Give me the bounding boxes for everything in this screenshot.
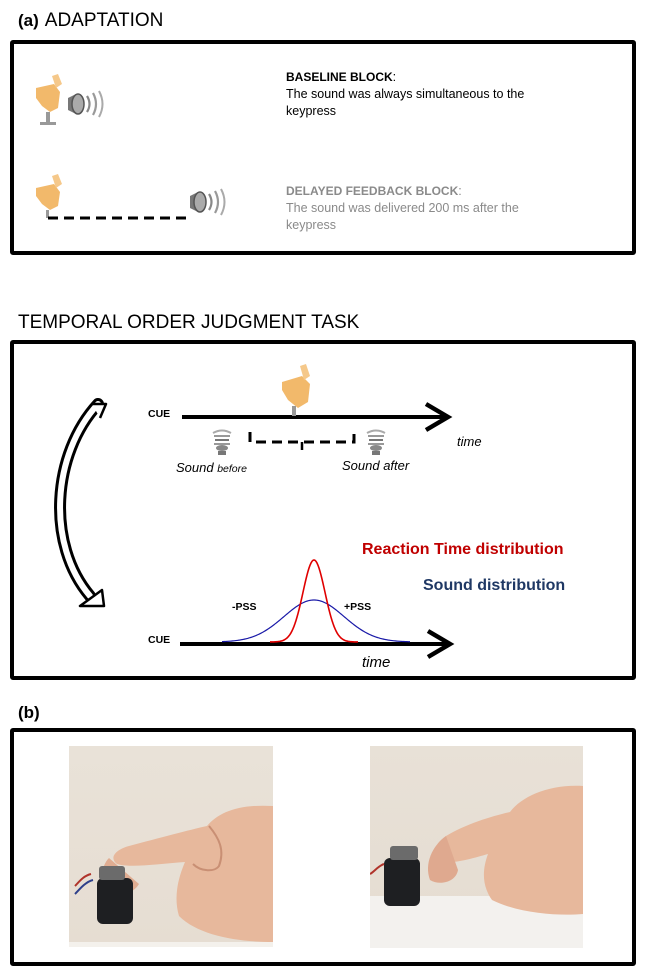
reaction-time-distribution-curve bbox=[269, 559, 359, 643]
delayed-finger-dashes-speaker-icon bbox=[36, 174, 226, 220]
part-a-heading: (a) ADAPTATION bbox=[18, 10, 163, 32]
hand-with-sensor-image-right bbox=[370, 785, 583, 948]
delayed-block-text-1: The sound was delivered 200 ms after the bbox=[286, 201, 519, 215]
baseline-block-title: BASELINE BLOCK bbox=[286, 70, 393, 84]
delayed-block-description: DELAYED FEEDBACK BLOCK: The sound was de… bbox=[286, 182, 616, 234]
hand-photo-right bbox=[370, 746, 583, 948]
time-label-top: time bbox=[457, 434, 482, 449]
speaker-icon bbox=[68, 90, 104, 118]
toj-heading: TEMPORAL ORDER JUDGMENT TASK bbox=[18, 312, 360, 333]
part-b-label: (b) bbox=[18, 703, 40, 722]
plus-pss-label: +PSS bbox=[344, 601, 372, 613]
finger-icon bbox=[36, 74, 62, 125]
minus-pss-label: -PSS bbox=[232, 601, 257, 613]
finger-icon bbox=[282, 364, 310, 416]
loop-arrow-icon bbox=[54, 398, 108, 608]
legend-sound: Sound distribution bbox=[423, 577, 566, 594]
part-a-label: (a) bbox=[18, 11, 39, 30]
cue-label-top: CUE bbox=[148, 408, 171, 420]
baseline-finger-speaker-icon bbox=[36, 74, 104, 125]
sound-after-label: Sound after bbox=[342, 458, 410, 473]
baseline-block-description: BASELINE BLOCK: The sound was always sim… bbox=[286, 68, 616, 120]
baseline-block-text-1: The sound was always simultaneous to the bbox=[286, 87, 525, 101]
legend-reaction-time: Reaction Time distribution bbox=[362, 541, 564, 558]
photos-panel bbox=[10, 728, 636, 966]
part-b-heading: (b) bbox=[18, 702, 46, 724]
sound-before-label: Sound before bbox=[176, 460, 247, 475]
hand-with-sensor-image-left bbox=[69, 805, 273, 947]
adaptation-panel: BASELINE BLOCK: The sound was always sim… bbox=[10, 40, 636, 255]
cue-label-bottom: CUE bbox=[148, 634, 171, 646]
toj-panel: CUE time Sound before Sound after Reacti… bbox=[10, 340, 636, 680]
top-time-arrow bbox=[182, 402, 453, 432]
sound-distribution-curve bbox=[221, 599, 411, 643]
hand-photo-left bbox=[69, 746, 273, 947]
time-label-bottom: time bbox=[362, 654, 391, 671]
bottom-time-arrow bbox=[180, 629, 455, 659]
speaker-before-icon bbox=[212, 429, 232, 455]
finger-icon bbox=[36, 174, 62, 218]
speaker-icon bbox=[190, 188, 226, 216]
baseline-block-text-2: keypress bbox=[286, 104, 337, 118]
speaker-after-icon bbox=[366, 429, 386, 455]
part-a-title: ADAPTATION bbox=[44, 10, 164, 31]
delayed-block-text-2: keypress bbox=[286, 218, 337, 232]
delayed-block-title: DELAYED FEEDBACK BLOCK bbox=[286, 184, 459, 198]
toj-diagram bbox=[54, 364, 455, 659]
soa-dashed-bracket bbox=[248, 432, 356, 450]
